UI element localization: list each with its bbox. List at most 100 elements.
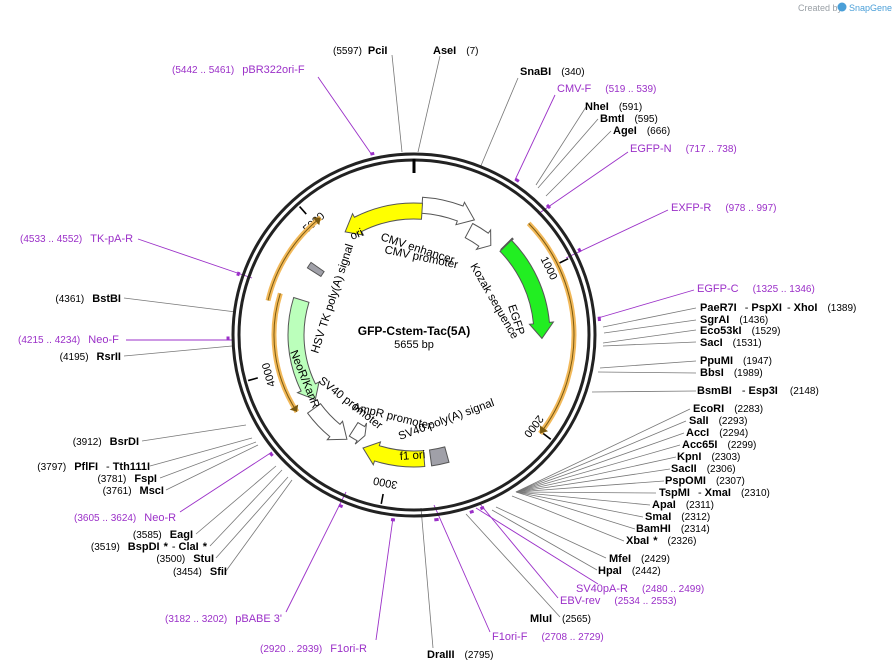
enzyme-bsmbi-esp3i[interactable]: BsmBI-Esp3I(2148) <box>697 385 819 397</box>
feature-label-hsv-tk: HSV TK poly(A) signal <box>309 243 356 355</box>
leader-pcii <box>391 54 403 153</box>
leader-lines <box>123 54 697 649</box>
enzyme-draiii[interactable]: DraIII(2795) <box>427 649 493 661</box>
primer-sv40pa-r[interactable]: SV40pA-R(2480 .. 2499) <box>576 583 704 595</box>
feature-sv40-promoter[interactable] <box>306 402 348 441</box>
orf-arc-core-0 <box>528 223 575 434</box>
enzyme-saci[interactable]: SacI(1531) <box>700 337 762 349</box>
enzyme-bsrdi[interactable]: (3912)BsrDI <box>73 436 139 448</box>
enzyme-bbsi[interactable]: BbsI(1989) <box>700 367 763 379</box>
feature-egfp[interactable] <box>499 239 555 340</box>
primer-mark-7 <box>268 451 274 457</box>
feature-ori[interactable] <box>344 202 424 236</box>
primer-f1ori-r[interactable]: (2920 .. 2939)F1ori-R <box>260 643 367 655</box>
enzyme-tspmi-xmai[interactable]: TspMI-XmaI(2310) <box>659 487 770 499</box>
feature-hsv-tk-poly-a-signal[interactable] <box>306 261 325 278</box>
leader-bbsi <box>597 371 697 374</box>
orf-arrow-0 <box>539 425 549 434</box>
primer-mark-8 <box>338 503 344 509</box>
primer-mark-0 <box>370 151 375 156</box>
leader-eco53ki <box>602 329 697 344</box>
enzyme-mfei[interactable]: MfeI(2429) <box>609 553 670 565</box>
primer-egfp-c[interactable]: EGFP-C(1325 .. 1346) <box>697 283 815 295</box>
backbone-outer-ring <box>231 152 597 518</box>
enzyme-bstbi[interactable]: (4361)BstBI <box>55 293 121 305</box>
leader-saci <box>602 341 697 347</box>
primer-ebv-rev[interactable]: EBV-rev(2534 .. 2553) <box>560 595 677 607</box>
feature-ampr-promoter[interactable] <box>348 421 368 445</box>
enzyme-bspdi-clai[interactable]: (3519)BspDI*-ClaI* <box>91 541 208 553</box>
enzyme-asei[interactable]: AseI(7) <box>433 45 478 57</box>
enzyme-sali[interactable]: SalI(2293) <box>689 415 747 427</box>
leader-smai <box>515 491 644 518</box>
leader-draiii <box>420 507 434 649</box>
leader-sacii <box>515 468 671 493</box>
tick-mark-2000 <box>542 432 552 440</box>
enzyme-rsrii[interactable]: (4195)RsrII <box>60 351 121 363</box>
enzyme-fspi[interactable]: (3781)FspI <box>97 473 157 485</box>
enzyme-pcii[interactable]: (5597)PciI <box>333 45 387 57</box>
primer-mark-5 <box>236 271 241 277</box>
enzyme-sgrai[interactable]: SgrAI(1436) <box>700 314 768 326</box>
tick-label-3000: 3000 <box>372 474 398 490</box>
enzyme-labels: (5597)PciI AseI(7) SnaBI(340) NheI(591) … <box>37 45 856 661</box>
enzyme-agei[interactable]: AgeI(666) <box>613 125 670 137</box>
enzyme-paer7i-pspxi-xhoi[interactable]: PaeR7I-PspXI-XhoI(1389) <box>700 302 856 314</box>
primer-cmv-f[interactable]: CMV-F(519 .. 539) <box>557 83 656 95</box>
primer-neo-f[interactable]: (4215 .. 4234)Neo-F <box>18 334 119 346</box>
primer-tk-pa-r[interactable]: (4533 .. 4552)TK-pA-R <box>20 233 133 245</box>
primer-egfp-n[interactable]: EGFP-N(717 .. 738) <box>630 143 737 155</box>
feature-neor-kanr[interactable] <box>287 296 320 401</box>
leader-ecori <box>515 408 691 493</box>
enzyme-ecori[interactable]: EcoRI(2283) <box>693 403 763 415</box>
enzyme-eagi[interactable]: (3585)EagI <box>133 529 193 541</box>
tick-mark-4000 <box>247 377 258 382</box>
enzyme-sacii[interactable]: SacII(2306) <box>671 463 736 475</box>
enzyme-bamhi[interactable]: BamHI(2314) <box>636 523 710 535</box>
leader-pflfi <box>149 437 253 467</box>
feature-f1-ori[interactable] <box>362 441 426 468</box>
primer-leader-sv40par <box>475 507 599 585</box>
enzyme-kpni[interactable]: KpnI(2303) <box>677 451 740 463</box>
primer-exfp-r[interactable]: EXFP-R(978 .. 997) <box>671 202 777 214</box>
enzyme-hpai[interactable]: HpaI(2442) <box>598 565 661 577</box>
enzyme-eco53ki[interactable]: Eco53kI(1529) <box>700 325 781 337</box>
leader-ppumi <box>599 360 697 369</box>
leader-bmti <box>537 118 599 189</box>
enzyme-apai[interactable]: ApaI(2311) <box>652 499 714 511</box>
feature-cmv-enhancer[interactable] <box>421 196 476 226</box>
enzyme-nhei[interactable]: NheI(591) <box>585 101 642 113</box>
leader-msci <box>165 444 259 491</box>
primer-pbabe-3[interactable]: (3182 .. 3202)pBABE 3' <box>165 613 282 625</box>
enzyme-sfii[interactable]: (3454)SfiI <box>173 566 227 578</box>
orf-arc-core-2 <box>267 217 321 301</box>
primer-neo-r[interactable]: (3605 .. 3624)Neo-R <box>74 512 176 524</box>
enzyme-pflfi-tth111i[interactable]: (3797)PflFI-Tth111I <box>37 461 150 473</box>
enzyme-acci[interactable]: AccI(2294) <box>686 427 748 439</box>
enzyme-ppumi[interactable]: PpuMI(1947) <box>700 355 772 367</box>
leader-mlui <box>465 513 561 618</box>
enzyme-snabi[interactable]: SnaBI(340) <box>520 66 585 78</box>
primer-f1ori-f[interactable]: F1ori-F(2708 .. 2729) <box>492 631 604 643</box>
primer-mark-3 <box>577 247 582 253</box>
enzyme-stui[interactable]: (3500)StuI <box>156 553 214 565</box>
leader-hpai <box>491 509 598 571</box>
backbone <box>231 152 597 518</box>
primer-labels: (5442 .. 5461)pBR322ori-F CMV-F(519 .. 5… <box>18 64 815 655</box>
enzyme-bmti[interactable]: BmtI(595) <box>600 113 658 125</box>
enzyme-acc65i[interactable]: Acc65I(2299) <box>682 439 756 451</box>
primer-pbr322ori-f[interactable]: (5442 .. 5461)pBR322ori-F <box>172 64 305 76</box>
enzyme-xbai[interactable]: XbaI*(2326) <box>626 535 696 547</box>
snapgene-product-text: SnapGene <box>849 3 892 13</box>
leader-bamhi <box>515 491 636 530</box>
leader-mfei <box>495 506 607 559</box>
feature-cmv-promoter[interactable] <box>464 222 492 251</box>
feature-sv40-poly-a-signal[interactable] <box>428 446 450 467</box>
primer-leader-cmvf <box>514 94 556 181</box>
leader-tspmi <box>515 491 657 494</box>
enzyme-mlui[interactable]: MluI(2565) <box>530 613 591 625</box>
primer-leader-pbabe <box>285 491 347 613</box>
enzyme-msci[interactable]: (3761)MscI <box>103 485 164 497</box>
enzyme-pspomi[interactable]: PspOMI(2307) <box>665 475 745 487</box>
enzyme-smai[interactable]: SmaI(2312) <box>645 511 710 523</box>
